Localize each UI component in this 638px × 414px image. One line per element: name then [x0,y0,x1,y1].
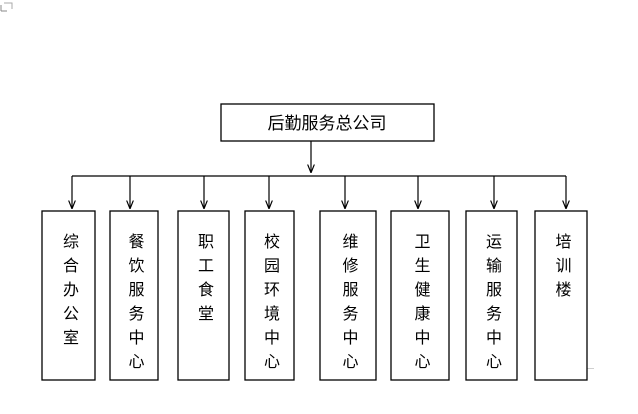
department-box [109,210,159,381]
department-node: 职工食堂 [177,176,230,381]
department-box [319,210,377,381]
department-box [534,210,588,381]
department-node: 综合办公室 [41,176,96,381]
department-label: 维修服务中心 [340,233,359,377]
department-label: 综合办公室 [60,233,79,353]
department-box [41,210,96,381]
department-node: 校园环境中心 [244,176,295,381]
department-node: 卫生健康中心 [390,176,450,381]
department-label: 培训楼 [553,233,572,305]
department-node: 运输服务中心 [465,176,518,381]
corner-anchor-icon [0,2,13,12]
department-node: 培训楼 [534,176,588,381]
department-label: 卫生健康中心 [412,233,431,377]
department-label: 校园环境中心 [261,233,280,377]
department-box [244,210,295,381]
department-box [177,210,230,381]
department-box [465,210,518,381]
department-node: 维修服务中心 [319,176,377,381]
root-node-label: 后勤服务总公司 [268,114,387,134]
department-box [390,210,450,381]
root-node: 后勤服务总公司 [220,103,435,142]
department-label: 运输服务中心 [483,233,502,377]
department-node: 餐饮服务中心 [109,176,159,381]
department-label: 职工食堂 [195,233,214,329]
department-label: 餐饮服务中心 [126,233,145,377]
